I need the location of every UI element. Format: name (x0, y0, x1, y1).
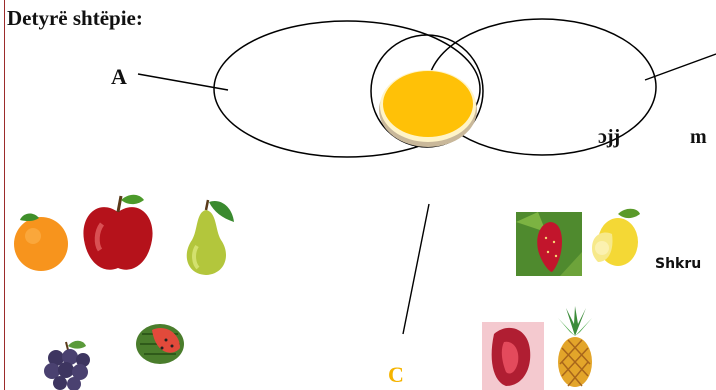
red-apple-image (78, 190, 158, 276)
pear-image (176, 196, 238, 278)
strawberry-image (516, 212, 582, 276)
center-disc (383, 71, 473, 137)
pointer-line-b (645, 54, 716, 80)
pomegranate-image (482, 322, 544, 390)
partial-text-2: m (690, 126, 707, 149)
label-c: C (388, 362, 404, 388)
lemon-image (588, 204, 642, 270)
label-a: A (111, 64, 127, 90)
watermelon-image (134, 320, 186, 366)
pineapple-image (552, 306, 598, 390)
pointer-line-c (403, 204, 429, 334)
partial-text-1: ɔjj (598, 126, 620, 149)
instruction-text: Shkru (655, 256, 701, 272)
grapes-image (40, 336, 96, 390)
orange-image (12, 206, 72, 276)
